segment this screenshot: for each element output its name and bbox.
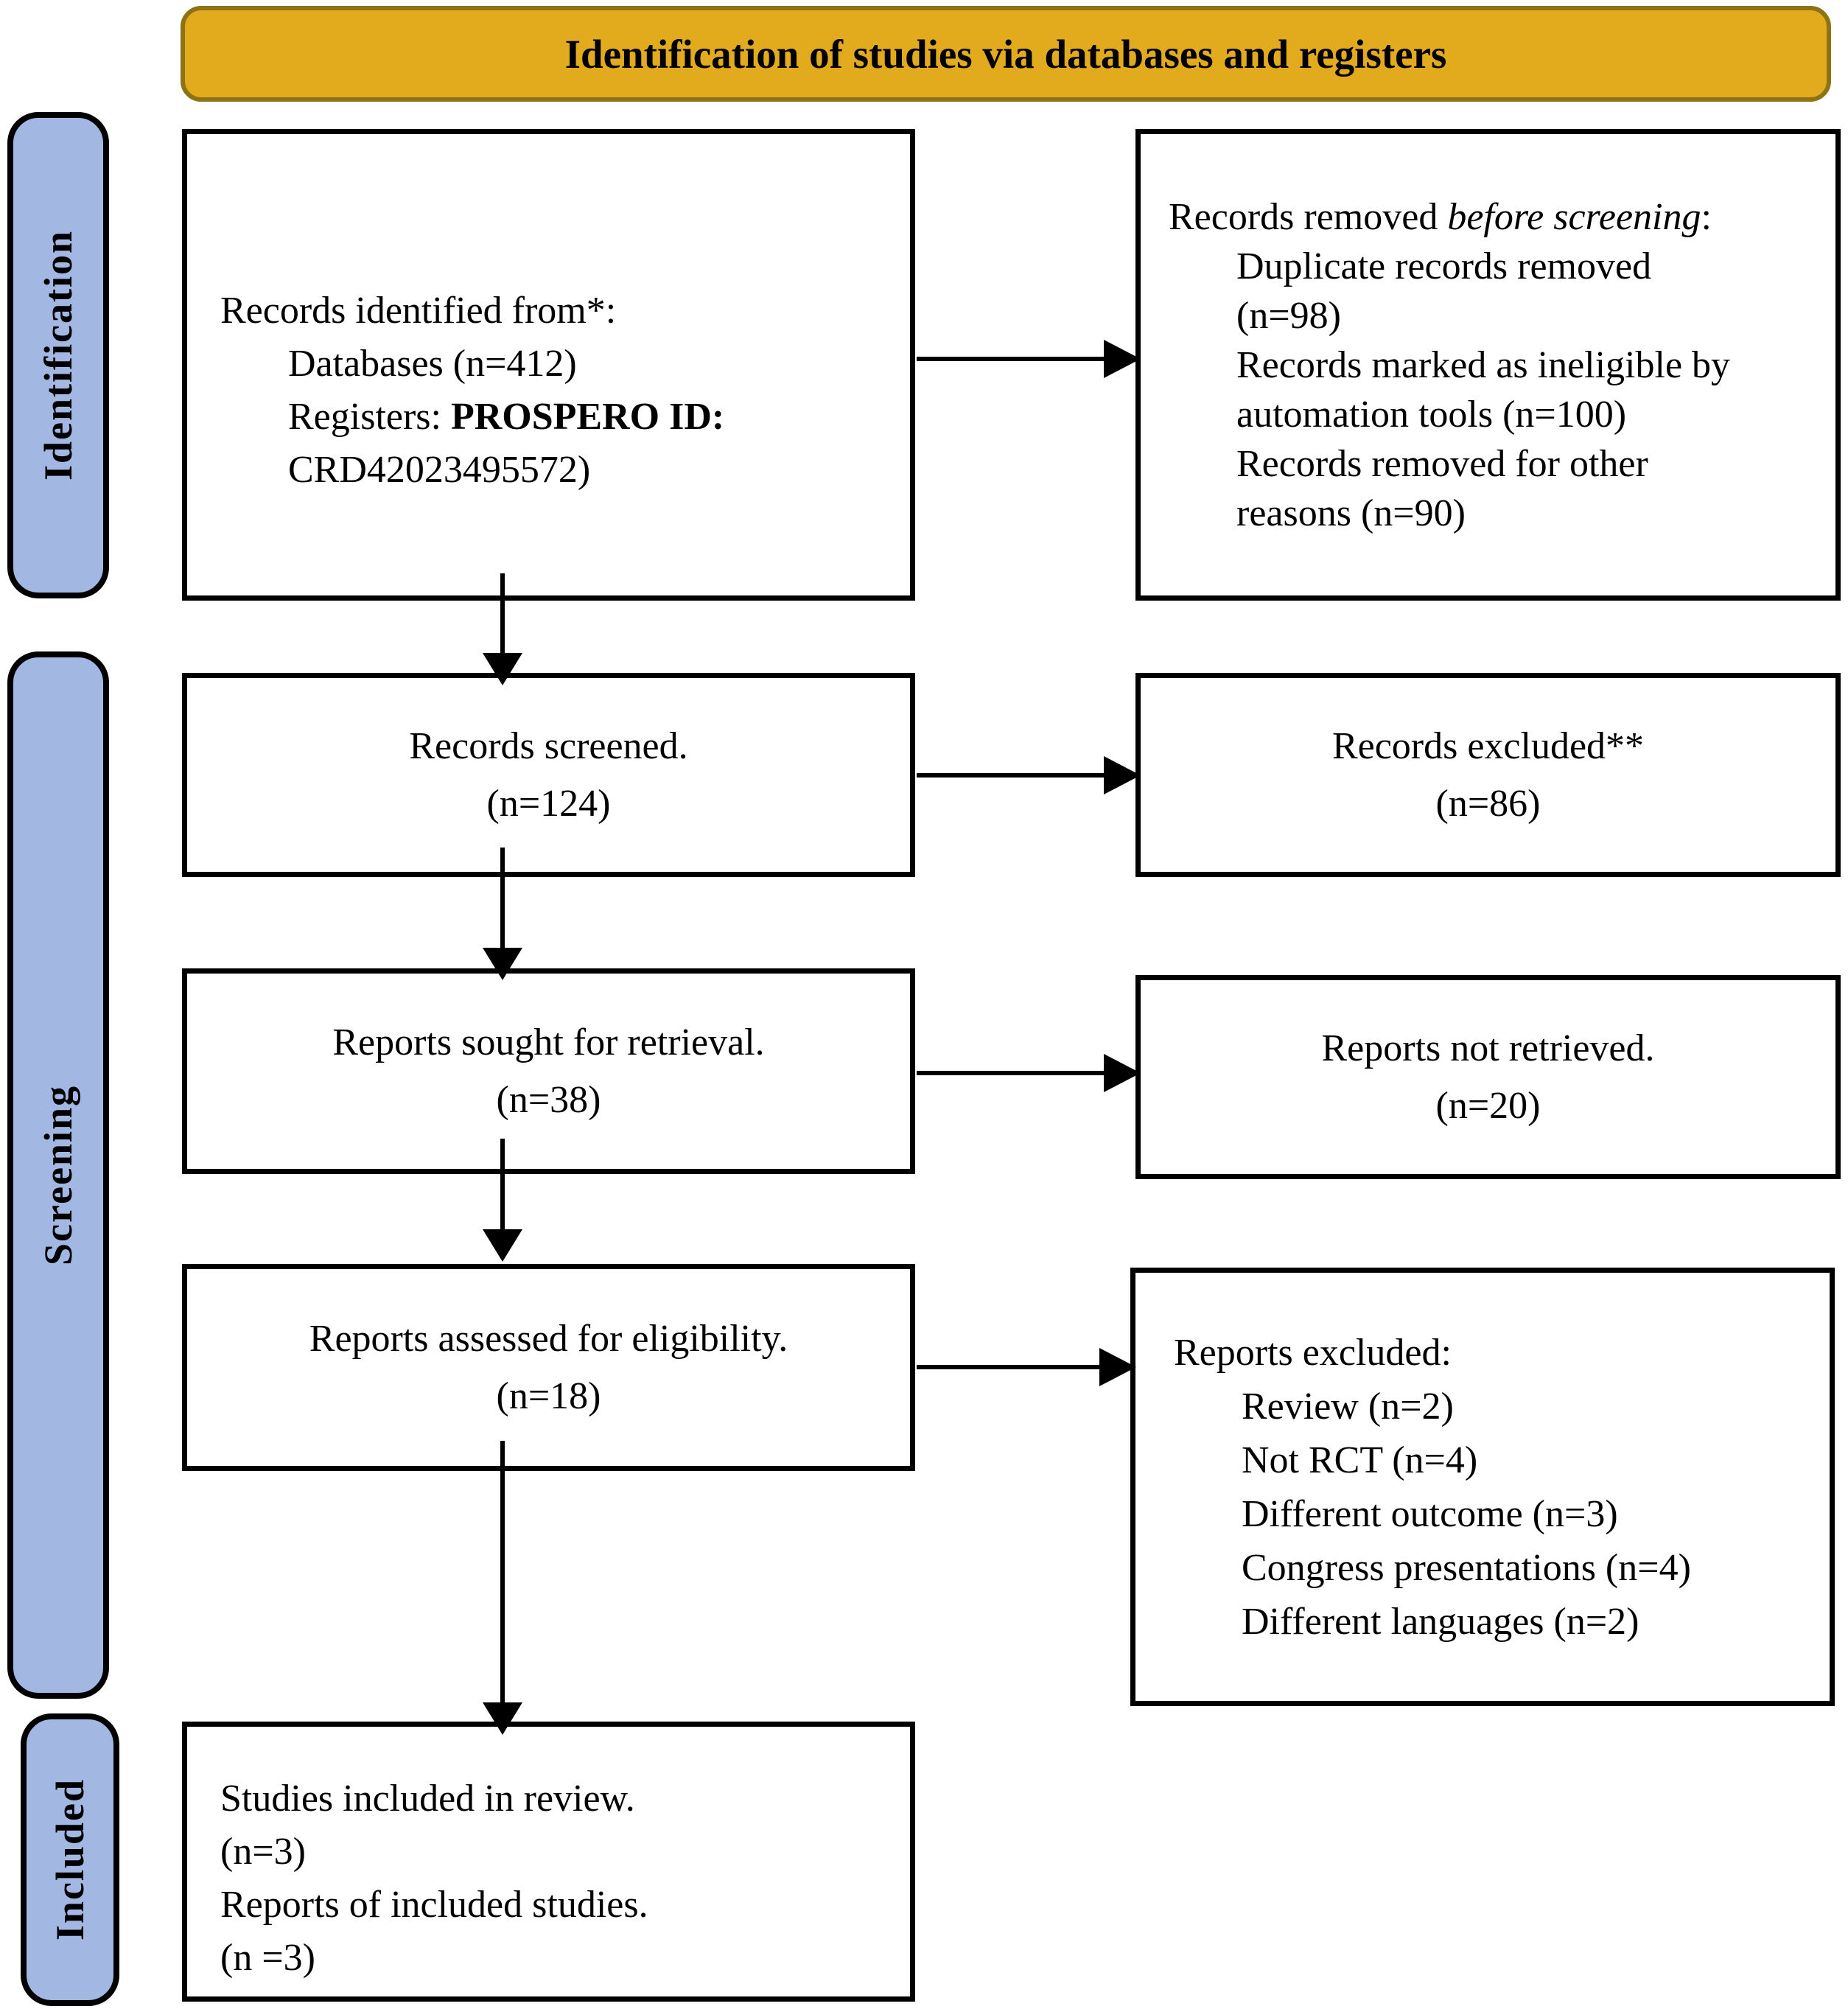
text-line: Records removed before screening: — [1169, 192, 1828, 242]
text-line: Different outcome (n=3) — [1242, 1492, 1618, 1535]
text-segment-italic: before screening — [1447, 195, 1701, 238]
text-line: Records removed for other — [1236, 442, 1648, 485]
text-line: Congress presentations (n=4) — [1242, 1546, 1691, 1589]
stage-screening-text: Screening — [36, 1085, 80, 1265]
text-segment: Records removed — [1169, 195, 1448, 238]
stage-label-included: Included — [21, 1713, 119, 2006]
text-line: Reports sought for retrieval. — [332, 1021, 765, 1063]
arrow-sought-to-notretrieved — [917, 1054, 1141, 1092]
box-reports-sought: Reports sought for retrieval. (n=38) — [182, 968, 915, 1174]
box-records-removed: Records removed before screening: Duplic… — [1135, 129, 1841, 601]
text-line: Records excluded** — [1331, 724, 1645, 767]
text-line: (n=124) — [486, 782, 611, 825]
text-line: Databases (n=412) — [288, 343, 577, 385]
text-line: (n=86) — [1435, 782, 1541, 825]
text-segment-bold: PROSPERO ID: — [450, 396, 725, 438]
box-reports-assessed: Reports assessed for eligibility. (n=18) — [182, 1264, 915, 1471]
arrow-identified-to-removed — [917, 340, 1141, 378]
box-records-identified: Records identified from*: Databases (n=4… — [182, 129, 915, 601]
text-line: (n=3) — [220, 1830, 306, 1873]
box-reports-excluded: Reports excluded: Review (n=2) Not RCT (… — [1130, 1268, 1835, 1706]
box-records-screened: Records screened. (n=124) — [182, 673, 915, 877]
text-line: reasons (n=90) — [1236, 492, 1466, 534]
text-line: automation tools (n=100) — [1236, 393, 1627, 436]
text-line: (n=18) — [496, 1374, 601, 1417]
arrow-screened-to-excluded — [917, 756, 1141, 794]
banner: Identification of studies via databases … — [181, 6, 1831, 102]
text-line: Different languages (n=2) — [1242, 1600, 1639, 1643]
box-studies-included: Studies included in review. (n=3) Report… — [182, 1722, 915, 2002]
text-line: Records marked as ineligible by — [1236, 343, 1731, 386]
text-line: Reports of included studies. — [220, 1883, 648, 1926]
stage-included-text: Included — [48, 1778, 92, 1941]
text-line: Records screened. — [409, 724, 688, 767]
text-line: Studies included in review. — [220, 1777, 635, 1820]
stage-identification-text: Identification — [36, 229, 80, 481]
text-line: (n=20) — [1435, 1084, 1541, 1127]
text-line: (n=98) — [1236, 294, 1341, 337]
text-line: CRD42023495572) — [288, 449, 591, 491]
stage-label-identification: Identification — [7, 112, 109, 598]
text-line: Not RCT (n=4) — [1242, 1439, 1478, 1481]
text-line: Reports not retrieved. — [1321, 1027, 1655, 1069]
arrow-assessed-to-included — [483, 1441, 522, 1735]
text-line: Reports assessed for eligibility. — [309, 1317, 788, 1360]
box-reports-not-retrieved: Reports not retrieved. (n=20) — [1135, 975, 1841, 1179]
text-line: Review (n=2) — [1242, 1385, 1454, 1428]
text-segment: Registers: — [288, 396, 451, 438]
text-segment: : — [1701, 195, 1712, 238]
arrow-assessed-to-reportsexcluded — [917, 1348, 1136, 1386]
text-line: Duplicate records removed — [1236, 245, 1652, 287]
banner-title: Identification of studies via databases … — [564, 31, 1447, 77]
text-line: Registers: PROSPERO ID: — [220, 391, 910, 444]
text-line: Records identified from*: — [220, 290, 617, 332]
text-line: Reports excluded: — [1174, 1331, 1452, 1374]
stage-label-screening: Screening — [7, 651, 109, 1699]
text-line: (n =3) — [220, 1936, 315, 1979]
text-line: (n=38) — [496, 1078, 601, 1121]
box-records-excluded: Records excluded** (n=86) — [1135, 673, 1841, 877]
